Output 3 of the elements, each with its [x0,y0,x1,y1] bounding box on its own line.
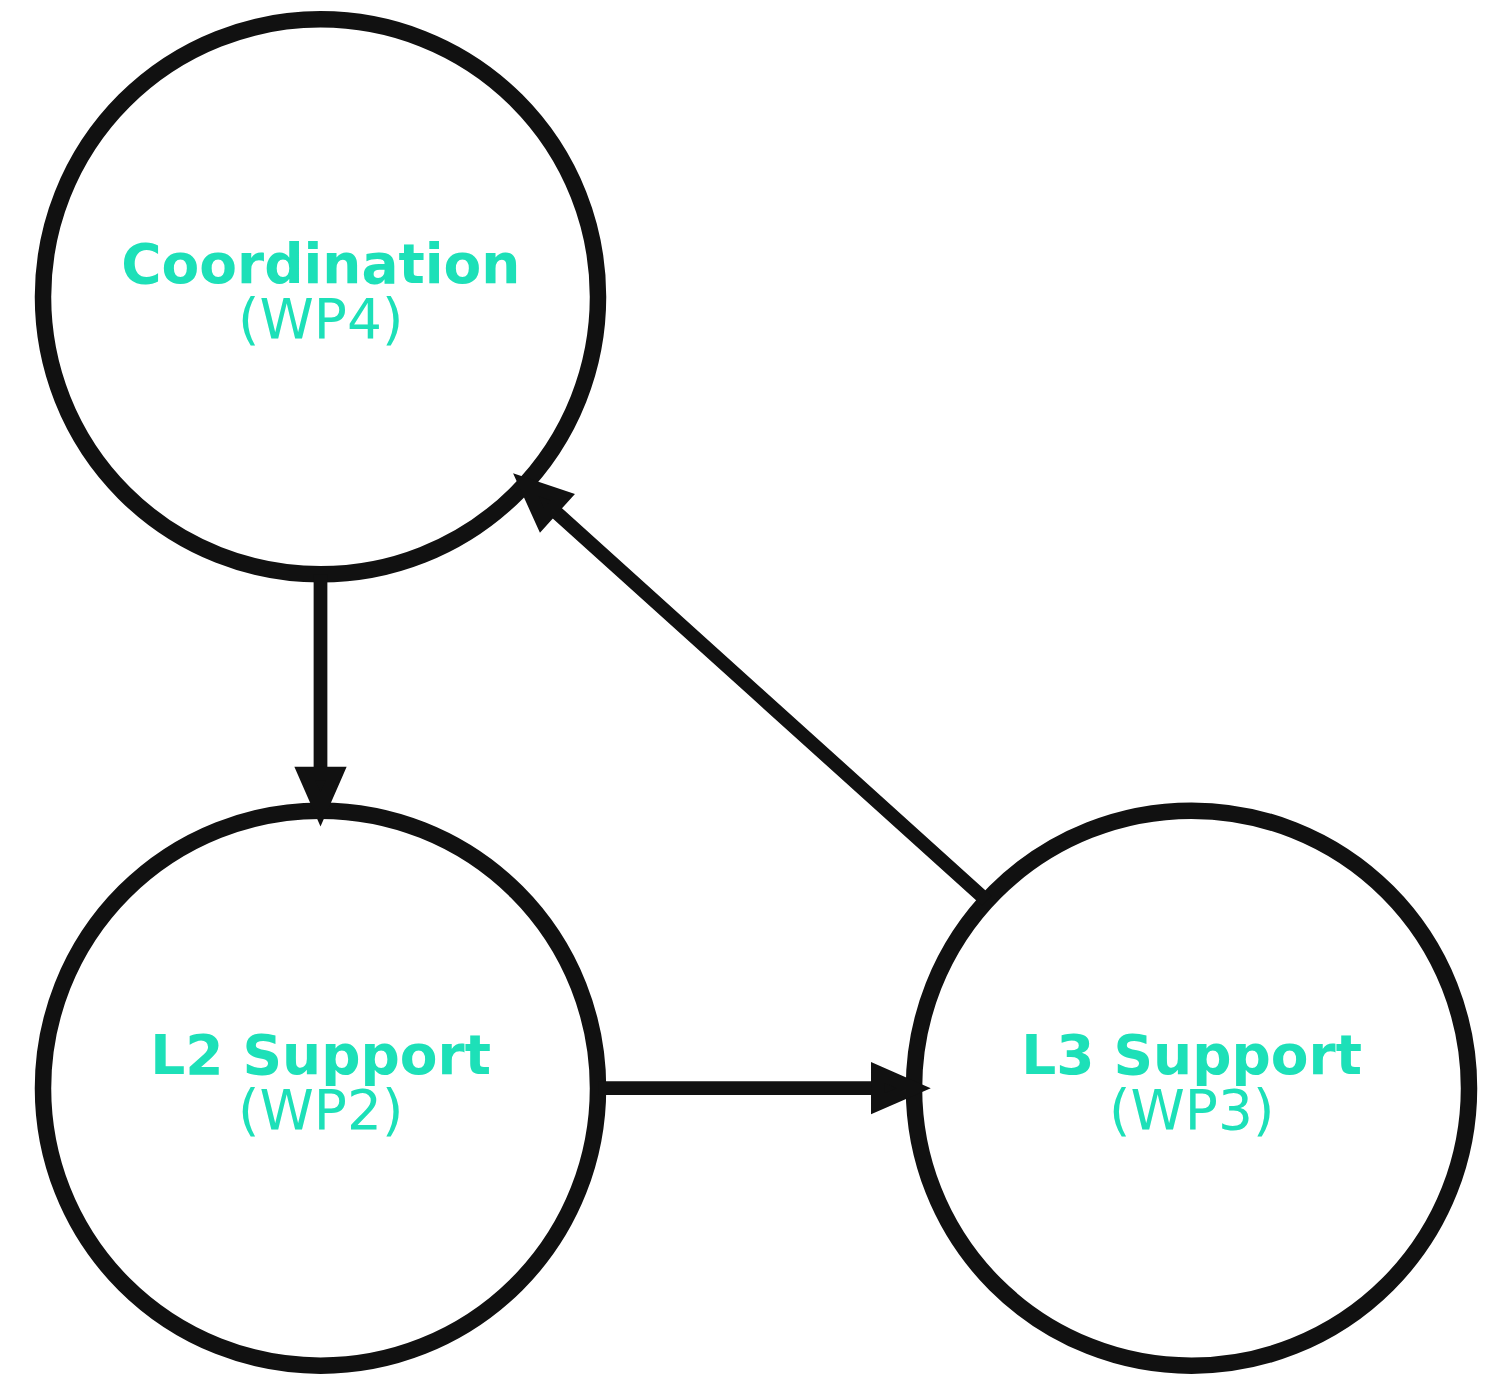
node-circle: Coordination (WP4) [34,11,606,583]
node-circle: L3 Support (WP3) [905,802,1477,1374]
node-circle: L2 Support (WP2) [34,802,606,1374]
